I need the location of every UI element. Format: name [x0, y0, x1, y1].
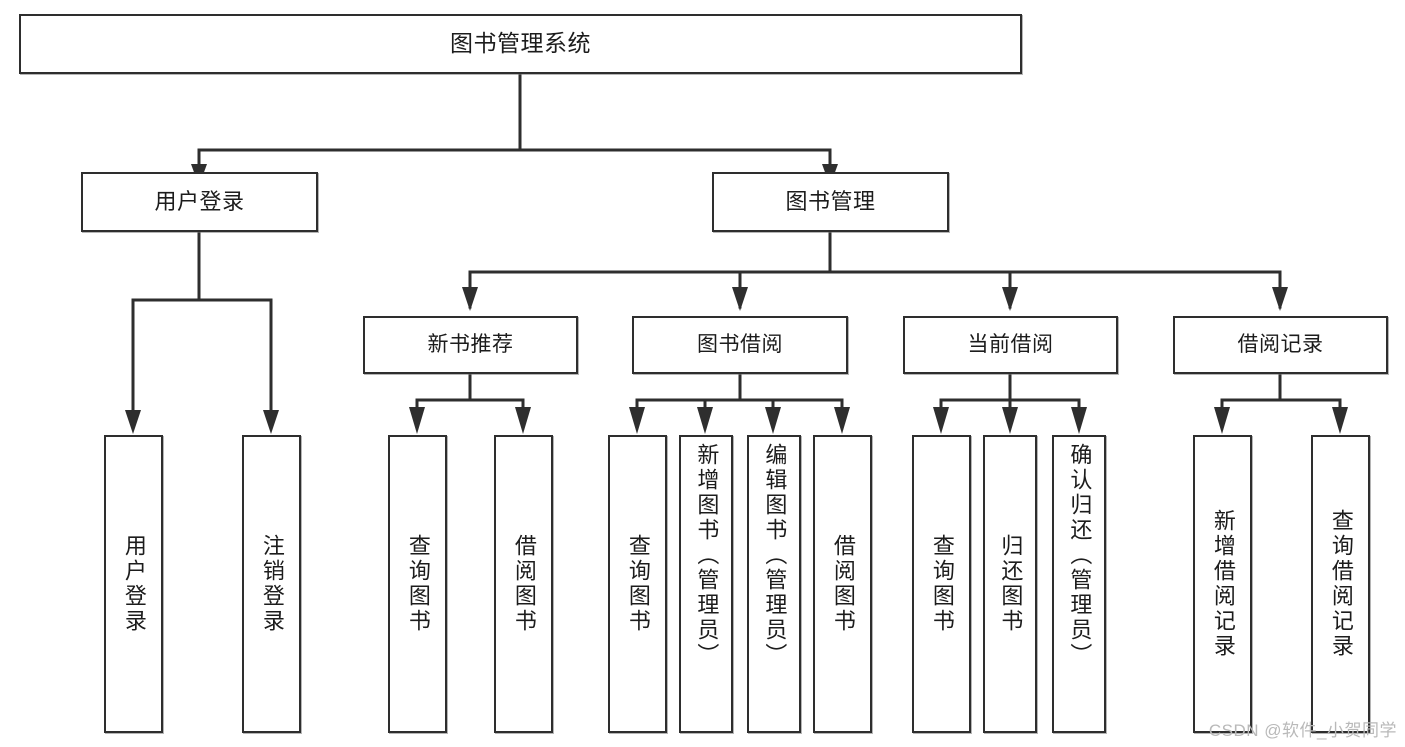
node-borrow-record[interactable]: 借阅记录 — [1173, 316, 1388, 374]
arrow-login-c2 — [263, 410, 279, 434]
arrow-record-c2 — [1332, 407, 1348, 434]
node-leaf-query-borrow-record-label: 查询借阅记录 — [1328, 509, 1354, 659]
leaf-text-wrap: 查询图书 — [610, 437, 665, 731]
leaf-text-wrap: 借阅图书 — [815, 437, 870, 731]
node-new-book-recommend[interactable]: 新书推荐 — [363, 316, 578, 374]
node-leaf-query-borrow-record[interactable]: 查询借阅记录 — [1311, 435, 1370, 733]
node-leaf-borrow-book-1[interactable]: 借阅图书 — [494, 435, 553, 733]
leaf-text-wrap: 新增借阅记录 — [1195, 437, 1250, 731]
node-leaf-add-borrow-record-label: 新增借阅记录 — [1210, 509, 1236, 659]
node-leaf-return-book-label: 归还图书 — [998, 534, 1024, 634]
leaf-text-wrap: 确认归还（管理员） — [1054, 437, 1104, 731]
node-leaf-add-book-admin-label: 新增图书（管理员） — [694, 443, 720, 668]
node-current-borrow[interactable]: 当前借阅 — [903, 316, 1118, 374]
node-root[interactable]: 图书管理系统 — [19, 14, 1022, 74]
leaf-text-wrap: 新增图书（管理员） — [681, 437, 731, 731]
node-leaf-query-book-3-label: 查询图书 — [929, 534, 955, 634]
arrow-current — [1002, 287, 1018, 311]
arrowheads — [125, 164, 1348, 434]
arrow-current-c1 — [933, 407, 949, 434]
arrow-current-c2 — [1002, 407, 1018, 434]
arrow-borrow-c2 — [697, 407, 713, 434]
leaf-text-wrap: 归还图书 — [985, 437, 1035, 731]
leaf-text-wrap: 注销登录 — [244, 437, 299, 731]
node-leaf-query-book-2-label: 查询图书 — [625, 534, 651, 634]
node-current-borrow-label: 当前借阅 — [967, 333, 1054, 357]
arrow-newbook — [462, 287, 478, 311]
node-leaf-user-login[interactable]: 用户登录 — [104, 435, 163, 733]
arrow-borrow-c4 — [834, 407, 850, 434]
node-leaf-query-book-1[interactable]: 查询图书 — [388, 435, 447, 733]
node-leaf-logout[interactable]: 注销登录 — [242, 435, 301, 733]
node-borrow-record-label: 借阅记录 — [1237, 333, 1324, 357]
arrow-record — [1272, 287, 1288, 311]
arrow-record-c1 — [1214, 407, 1230, 434]
node-leaf-add-borrow-record[interactable]: 新增借阅记录 — [1193, 435, 1252, 733]
node-leaf-edit-book-admin-label: 编辑图书（管理员） — [762, 443, 788, 668]
node-leaf-user-login-label: 用户登录 — [121, 534, 147, 634]
node-leaf-borrow-book-1-label: 借阅图书 — [511, 534, 537, 634]
node-book-management[interactable]: 图书管理 — [712, 172, 949, 232]
arrow-newbook-c1 — [409, 407, 425, 434]
node-root-label: 图书管理系统 — [450, 30, 591, 57]
leaf-text-wrap: 查询借阅记录 — [1313, 437, 1368, 731]
node-leaf-add-book-admin[interactable]: 新增图书（管理员） — [679, 435, 733, 733]
leaf-text-wrap: 用户登录 — [106, 437, 161, 731]
leaf-text-wrap: 查询图书 — [390, 437, 445, 731]
arrow-current-c3 — [1071, 407, 1087, 434]
node-user-login[interactable]: 用户登录 — [81, 172, 318, 232]
node-leaf-edit-book-admin[interactable]: 编辑图书（管理员） — [747, 435, 801, 733]
node-leaf-query-book-1-label: 查询图书 — [405, 534, 431, 634]
csdn-watermark: CSDN @软件_小贺同学 — [1208, 721, 1397, 740]
node-new-book-recommend-label: 新书推荐 — [427, 333, 514, 357]
node-leaf-confirm-return-admin-label: 确认归还（管理员） — [1067, 443, 1093, 668]
node-book-management-label: 图书管理 — [785, 188, 876, 214]
node-leaf-query-book-3[interactable]: 查询图书 — [912, 435, 971, 733]
node-book-borrow-label: 图书借阅 — [697, 333, 783, 357]
arrow-borrow-c1 — [629, 407, 645, 434]
leaf-text-wrap: 编辑图书（管理员） — [749, 437, 799, 731]
arrow-borrow-c3 — [765, 407, 781, 434]
node-leaf-logout-label: 注销登录 — [259, 534, 285, 634]
arrow-newbook-c2 — [515, 407, 531, 434]
node-leaf-return-book[interactable]: 归还图书 — [983, 435, 1037, 733]
node-book-borrow[interactable]: 图书借阅 — [632, 316, 848, 374]
arrow-login-c1 — [125, 410, 141, 434]
leaf-text-wrap: 借阅图书 — [496, 437, 551, 731]
node-user-login-label: 用户登录 — [154, 188, 245, 214]
arrow-borrow — [732, 287, 748, 311]
leaf-text-wrap: 查询图书 — [914, 437, 969, 731]
node-leaf-borrow-book-2-label: 借阅图书 — [830, 534, 856, 634]
node-leaf-borrow-book-2[interactable]: 借阅图书 — [813, 435, 872, 733]
node-leaf-confirm-return-admin[interactable]: 确认归还（管理员） — [1052, 435, 1106, 733]
node-leaf-query-book-2[interactable]: 查询图书 — [608, 435, 667, 733]
